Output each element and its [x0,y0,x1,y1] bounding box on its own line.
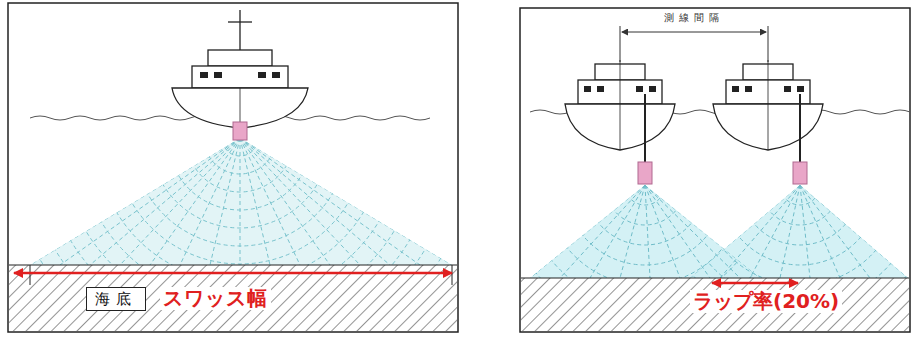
swath-width-label: スワッス幅 [160,287,271,310]
seabed-label-box: 海底 [86,287,146,311]
seabed-text: 海底 [95,290,137,308]
overlap-rate-label: ラップ率(20%) [690,290,842,313]
line-spacing-label: 測線間隔 [661,12,727,24]
right-panel [505,8,915,332]
left-panel [6,0,474,338]
